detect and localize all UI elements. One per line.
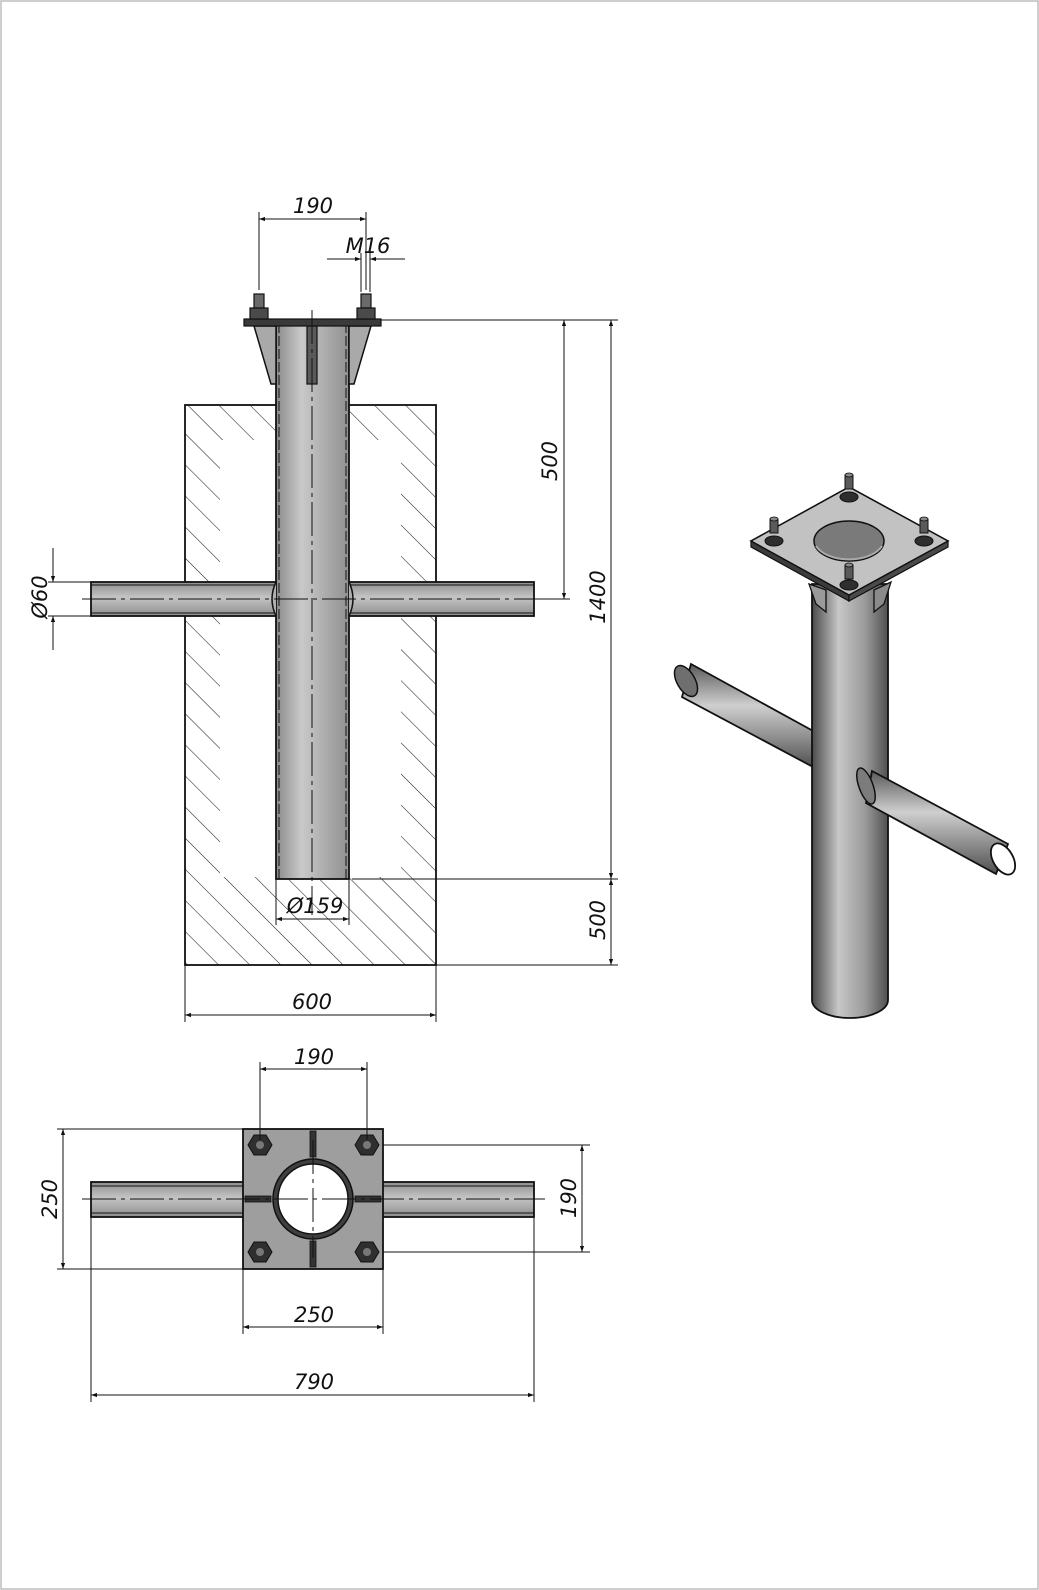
iso-base-plate — [749, 486, 950, 603]
dim-foundation-width: 600 — [184, 965, 437, 1022]
dim-text-250-vertical: 250 — [38, 1179, 62, 1219]
dim-text-500-upper: 500 — [538, 441, 562, 481]
iso-crossbar-front — [856, 767, 1017, 876]
dim-bolt-size: M16 — [327, 234, 405, 292]
iso-gusset-right — [873, 580, 893, 614]
dim-text-250-horizontal: 250 — [294, 1303, 334, 1327]
dim-text-d159: Ø159 — [286, 894, 344, 918]
dim-text-500-lower: 500 — [586, 900, 610, 940]
dim-text-190-front: 190 — [293, 194, 333, 218]
iso-bolt-top — [839, 472, 859, 503]
dim-bolt-spacing-top: 190 — [259, 1045, 368, 1140]
dim-text-190-vertical: 190 — [557, 1178, 581, 1218]
dim-text-m16: M16 — [346, 234, 391, 258]
iso-bolt-right — [914, 516, 934, 547]
top-bolt-nw — [247, 1134, 273, 1156]
dim-bolt-spacing-vertical: 190 — [383, 1144, 590, 1253]
top-bolt-se — [354, 1241, 380, 1263]
iso-main-pipe — [811, 583, 889, 1019]
gusset-right — [348, 325, 373, 385]
top-bolt-sw — [247, 1241, 273, 1263]
gusset-left — [252, 325, 277, 385]
dim-plate-height: 250 — [38, 1128, 243, 1270]
top-bolt-ne — [354, 1134, 380, 1156]
bolt-right — [356, 293, 376, 320]
iso-gusset-left — [807, 582, 827, 614]
dim-text-d60: Ø60 — [28, 575, 52, 619]
dim-text-600: 600 — [292, 990, 332, 1014]
dim-text-790: 790 — [294, 1370, 334, 1394]
top-view: 190 250 190 250 790 — [38, 1045, 590, 1402]
dim-pipe-diameter: Ø159 — [275, 879, 350, 925]
dim-text-190-top: 190 — [294, 1045, 334, 1069]
iso-bolt-left — [764, 516, 784, 547]
iso-bolt-bottom — [839, 562, 859, 591]
dim-text-1400: 1400 — [586, 570, 610, 623]
dim-crossbar-diameter: Ø60 — [28, 548, 91, 650]
dim-bolt-spacing-front: 190 — [258, 194, 367, 290]
isometric-view — [673, 472, 1017, 1019]
dim-overall-length: 790 — [90, 1217, 535, 1402]
dim-vertical-right: 500 1400 500 — [352, 319, 618, 966]
dim-plate-width: 250 — [242, 1269, 384, 1334]
bolt-left — [249, 293, 269, 320]
front-view: 190 M16 500 1400 500 — [28, 194, 618, 1022]
iso-crossbar-back — [673, 662, 816, 770]
